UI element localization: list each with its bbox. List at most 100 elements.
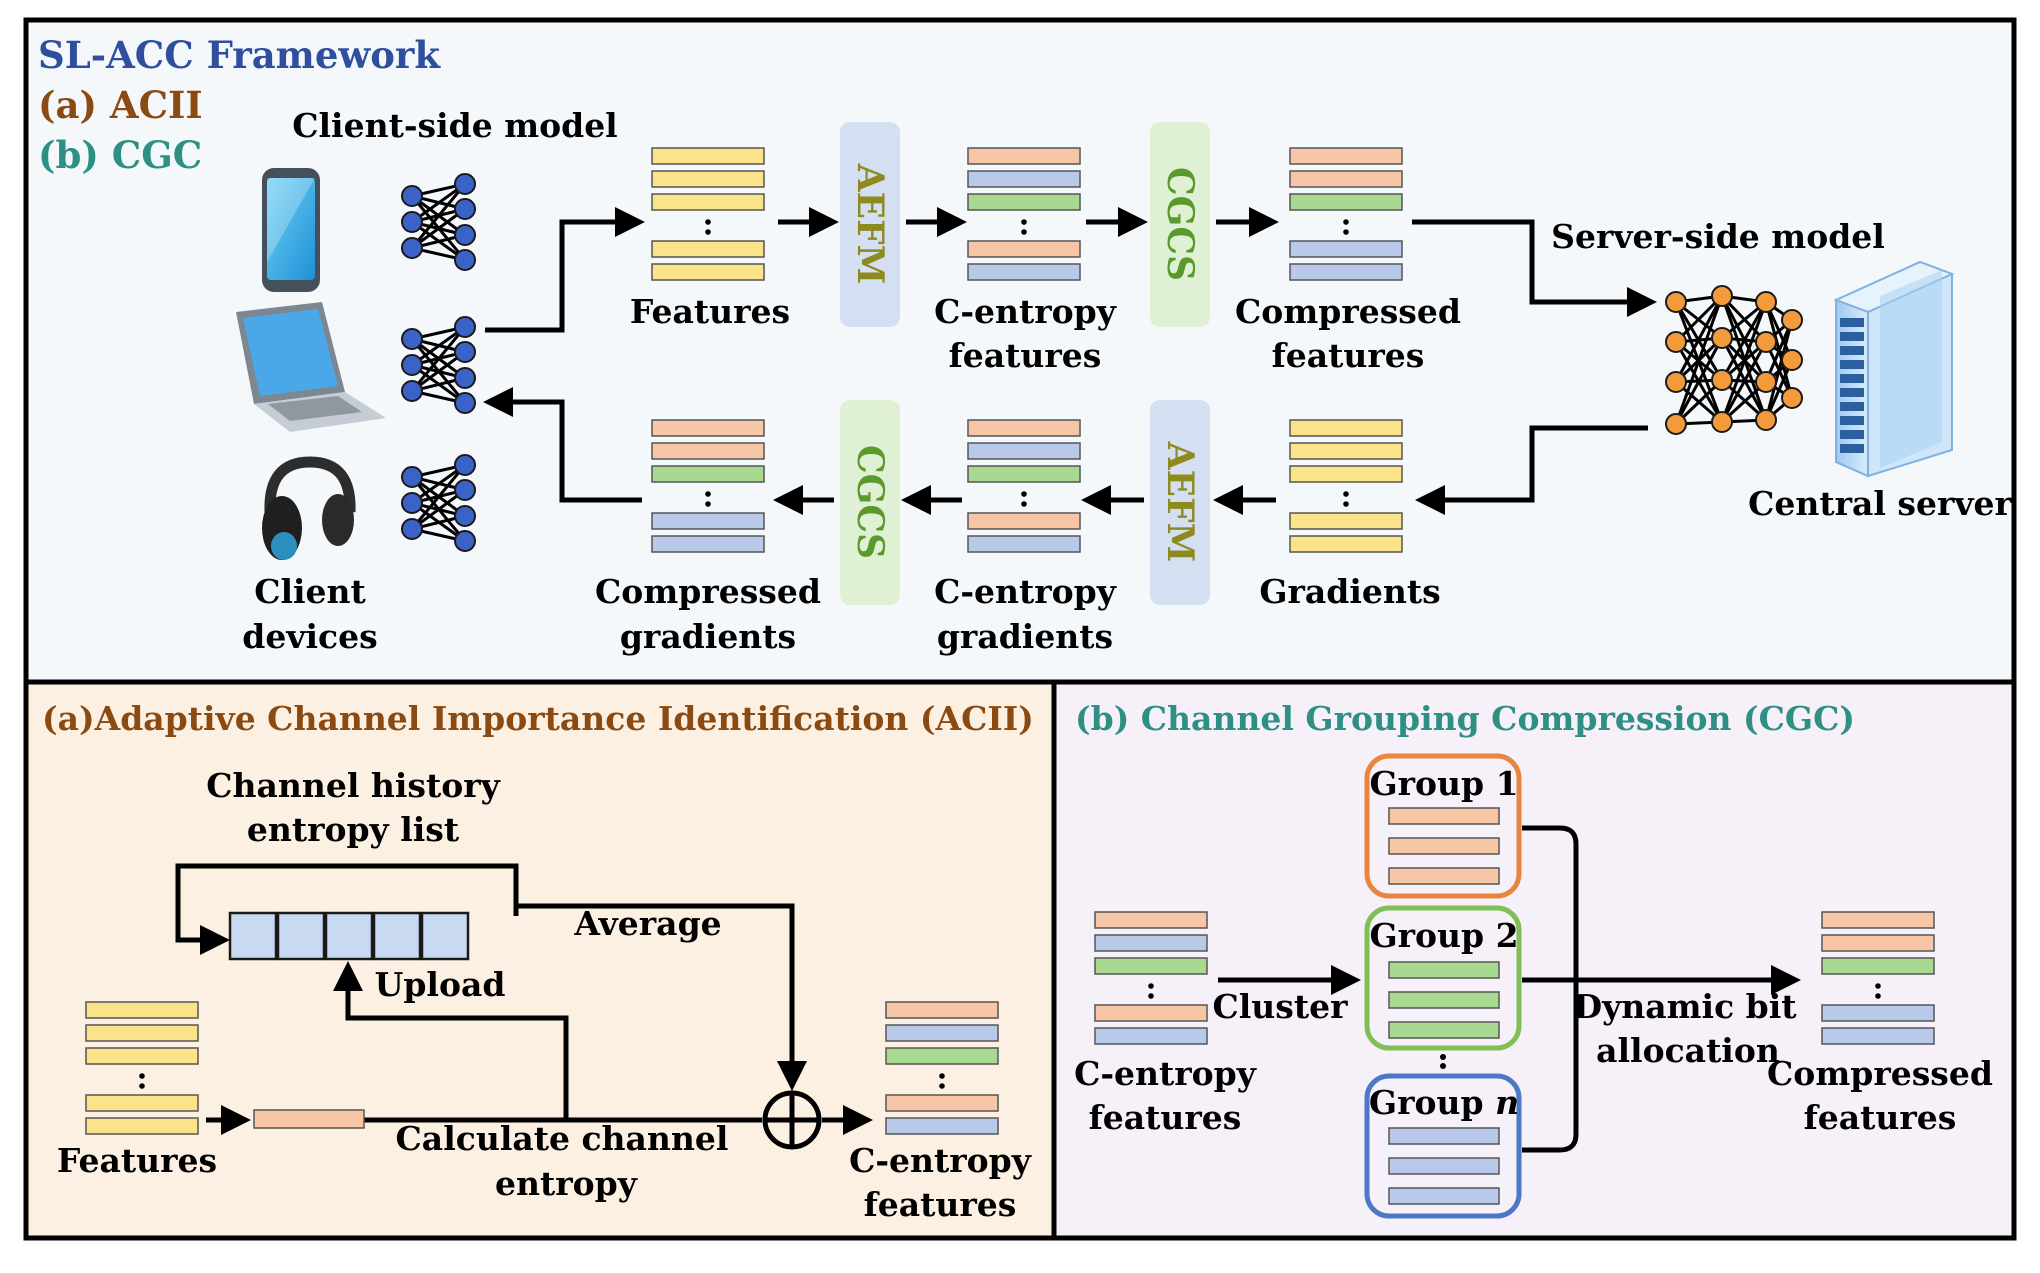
- channel-bar: [967, 512, 1081, 530]
- network-node: [1665, 371, 1687, 393]
- centropy-gradients-label-2: gradients: [937, 617, 1113, 656]
- channel-bar: [967, 263, 1081, 281]
- acii-panel-bg: [23, 679, 1057, 1241]
- channel-bar: [1289, 193, 1403, 211]
- acii-output-stack: [885, 1001, 999, 1135]
- channel-bar: [1289, 419, 1403, 437]
- channel-bar: [967, 170, 1081, 188]
- network-edge: [1674, 295, 1724, 425]
- server-slot: [1840, 402, 1864, 411]
- ellipsis-dot: [1343, 491, 1349, 497]
- channel-bar: [651, 442, 765, 460]
- network-node: [401, 185, 423, 207]
- channel-bar: [967, 535, 1081, 553]
- gradients-stack: [1289, 419, 1403, 553]
- server-side-model: [1665, 285, 1803, 435]
- aefm-block-backward: AEFM: [1150, 400, 1210, 605]
- channel-bar: [1388, 1187, 1500, 1205]
- ellipsis-dot: [1148, 993, 1154, 999]
- server-slot: [1840, 318, 1864, 327]
- network-node: [1781, 387, 1803, 409]
- server-slot: [1840, 332, 1864, 341]
- network-node: [1755, 331, 1777, 353]
- cgcs-forward-label: CGCS: [1159, 167, 1201, 281]
- group-1-box: Group 1: [1364, 753, 1522, 899]
- history-slot: [420, 911, 470, 961]
- channel-bar: [1289, 535, 1403, 553]
- channel-bar: [1094, 1027, 1208, 1045]
- network-node: [454, 316, 476, 338]
- acii-output-label-2: features: [864, 1185, 1017, 1224]
- acii-input-stack: [85, 1001, 199, 1135]
- network-node: [1665, 331, 1687, 353]
- smartphone-icon: [262, 168, 320, 292]
- acii-panel: [23, 679, 1057, 1241]
- network-node: [1755, 409, 1777, 431]
- server-model-label: Server-side model: [1551, 217, 1885, 256]
- channel-bar: [1289, 442, 1403, 460]
- ellipsis-dot: [1343, 229, 1349, 235]
- channel-bar: [967, 465, 1081, 483]
- acii-output-label: C-entropy: [849, 1141, 1032, 1180]
- compressed-gradients-label-2: gradients: [620, 617, 796, 656]
- network-node: [454, 367, 476, 389]
- channel-bar: [1388, 807, 1500, 825]
- centropy-features-stack: [967, 147, 1081, 281]
- compressed-gradients-stack: [651, 419, 765, 553]
- ellipsis-dot: [705, 219, 711, 225]
- network-node: [454, 249, 476, 271]
- network-node: [1665, 291, 1687, 313]
- cgcs-block-forward: CGCS: [1150, 122, 1210, 327]
- cgc-arrows: [1218, 825, 1801, 1153]
- aefm-forward-label: AEFM: [849, 163, 891, 285]
- network-node: [454, 454, 476, 476]
- calc-entropy-label-2: entropy: [495, 1164, 638, 1203]
- features-label: Features: [630, 292, 790, 331]
- history-slot: [276, 911, 326, 961]
- network-node: [454, 479, 476, 501]
- channel-bar: [1388, 837, 1500, 855]
- history-entropy-list: [228, 911, 470, 961]
- channel-entropy-bar: [253, 1109, 365, 1129]
- group-2-bars: [1388, 961, 1500, 1039]
- circled-plus-icon: [762, 1090, 822, 1150]
- channel-bar: [1821, 911, 1935, 929]
- average-arrow: [516, 903, 807, 1091]
- channel-bar: [885, 1001, 999, 1019]
- cgc-output-label: Compressed: [1767, 1054, 1993, 1093]
- network-node: [1711, 411, 1733, 433]
- channel-bar: [885, 1094, 999, 1112]
- network-node: [401, 380, 423, 402]
- ellipsis-dot: [1343, 219, 1349, 225]
- group-1-connector: [1522, 825, 1579, 1153]
- channel-bar: [1094, 957, 1208, 975]
- group-n-index: n: [1495, 1083, 1519, 1122]
- channel-bar: [651, 193, 765, 211]
- network-node: [401, 354, 423, 376]
- server-slot: [1840, 388, 1864, 397]
- server-slot: [1840, 416, 1864, 425]
- ellipsis-dot: [705, 501, 711, 507]
- calc-entropy-label: Calculate channel: [396, 1119, 729, 1158]
- channel-bar: [967, 442, 1081, 460]
- channel-bar: [1094, 1004, 1208, 1022]
- network-node: [454, 224, 476, 246]
- history-slot: [372, 911, 422, 961]
- channel-bar: [651, 263, 765, 281]
- channel-bar: [85, 1001, 199, 1019]
- channel-bar: [1821, 1004, 1935, 1022]
- centropy-gradients-label: C-entropy: [934, 572, 1117, 611]
- cluster-label: Cluster: [1213, 987, 1349, 1026]
- ellipsis-dot: [1021, 501, 1027, 507]
- network-node: [1665, 413, 1687, 435]
- channel-bar: [1289, 170, 1403, 188]
- channel-bar: [967, 193, 1081, 211]
- group-1-bars: [1388, 807, 1500, 885]
- central-server-icon: [1833, 260, 1955, 478]
- gradients-label: Gradients: [1259, 572, 1440, 611]
- network-edge: [1674, 295, 1724, 383]
- ellipsis-dot: [705, 491, 711, 497]
- group-n-prefix: Group: [1369, 1083, 1495, 1122]
- dynamic-bit-label: Dynamic bit: [1573, 987, 1797, 1026]
